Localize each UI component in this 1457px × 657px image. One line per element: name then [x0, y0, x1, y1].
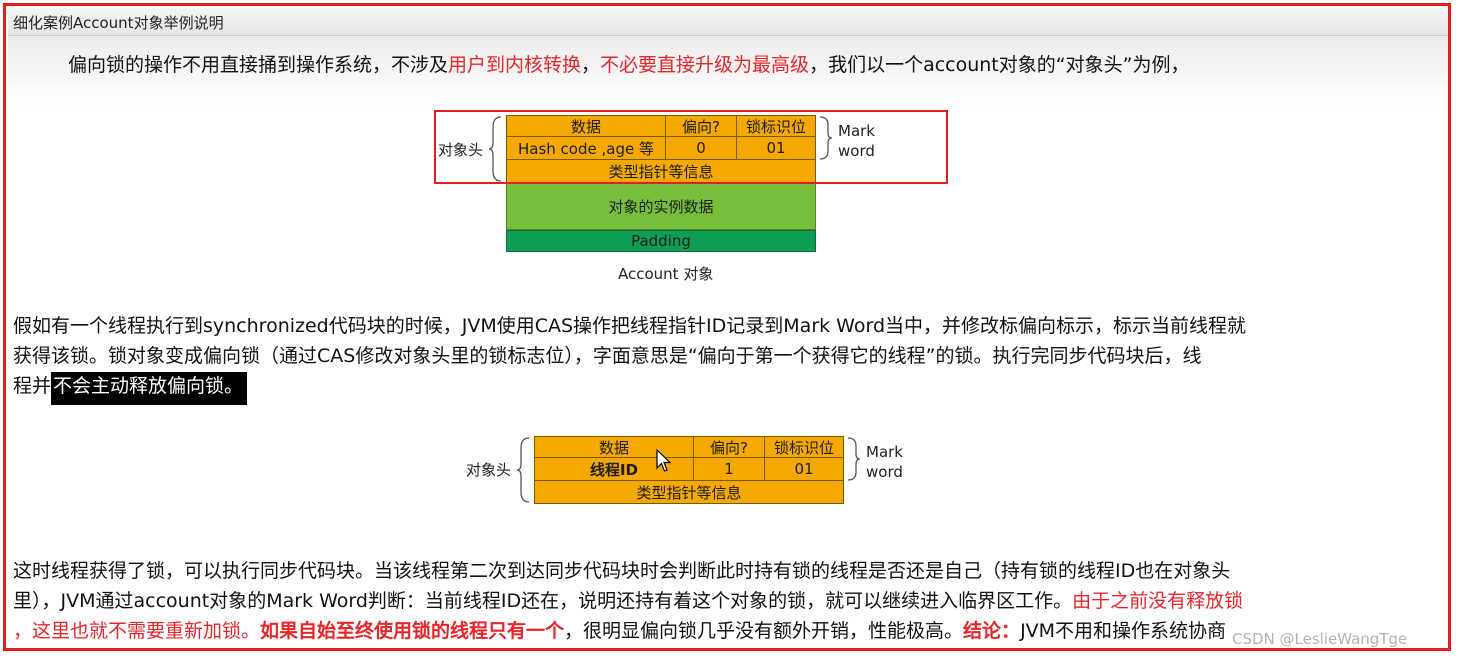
right-brace-icon-2 [847, 437, 861, 481]
mark-word-label-1: Mark [838, 122, 875, 140]
mark-word-label-3: Mark [866, 443, 903, 461]
header-fade [8, 36, 1448, 106]
intro-text-1: 偏向锁的操作不用直接捅到操作系统，不涉及 [68, 54, 449, 76]
intro-red-2: 不必要直接升级为最高级 [600, 54, 810, 76]
title-bar: 细化案例Account对象举例说明 [8, 8, 1448, 36]
object-header-label-2: 对象头 [466, 461, 512, 479]
cell-lock-flag-value: 01 [736, 136, 816, 160]
para3-red-1: ，这里也就不需要重新加锁。 [13, 620, 261, 642]
cell-biased-value-2: 1 [693, 457, 765, 481]
para3-line-3: ，这里也就不需要重新加锁。如果自始至终使用锁的线程只有一个，很明显偏向锁几乎没有… [13, 616, 1226, 646]
object-header-label: 对象头 [438, 141, 484, 159]
col-header-lock-flag-2: 锁标识位 [764, 436, 844, 458]
mark-word-label-4: word [866, 463, 903, 481]
para3-conclusion-label: 结论： [963, 620, 1021, 642]
para2-line-1: 假如有一个线程执行到synchronized代码块的时候，JVM使用CAS操作把… [13, 315, 1247, 337]
cell-type-pointer: 类型指针等信息 [506, 159, 816, 183]
highlight-box [434, 110, 948, 184]
mark-word-label-2: word [838, 142, 875, 160]
selected-text[interactable]: 不会主动释放偏向锁。 [51, 372, 248, 405]
cell-lock-flag-value-2: 01 [764, 457, 844, 481]
para2-line-3: 程并不会主动释放偏向锁。 [13, 371, 248, 405]
col-header-biased-2: 偏向? [693, 436, 765, 458]
para3-line-2a: 里），JVM通过account对象的Mark Word判断：当前线程ID还在，说… [13, 590, 1073, 612]
window-title: 细化案例Account对象举例说明 [13, 14, 224, 32]
para3-text-c: JVM不用和操作系统协商 [1020, 620, 1227, 642]
para3-line-2: 里），JVM通过account对象的Mark Word判断：当前线程ID还在，说… [13, 586, 1243, 616]
intro-text-2: ， [581, 54, 601, 76]
diagram-caption: Account 对象 [618, 265, 714, 283]
left-brace-icon-2 [516, 437, 530, 503]
para2-line-2: 获得该锁。锁对象变成偏向锁（通过CAS修改对象头里的锁标志位），字面意思是“偏向… [13, 345, 1202, 367]
cell-thread-id: 线程ID [534, 457, 694, 481]
para3-line-1: 这时线程获得了锁，可以执行同步代码块。当该线程第二次到达同步代码块时会判断此时持… [13, 560, 1231, 582]
para2-line-3a: 程并 [13, 375, 52, 397]
col-header-lock-flag: 锁标识位 [736, 115, 816, 137]
para3-red-2: 如果自始至终使用锁的线程只有一个 [260, 620, 565, 642]
para3-line-2-red: 由于之前没有释放锁 [1072, 590, 1244, 612]
intro-text-3: ，我们以一个account对象的“对象头”为例， [809, 54, 1190, 76]
cell-type-pointer-2: 类型指针等信息 [534, 480, 844, 504]
intro-red-1: 用户到内核转换 [448, 54, 582, 76]
cell-instance-data: 对象的实例数据 [506, 183, 816, 230]
right-brace-icon [819, 116, 833, 160]
left-brace-icon [488, 116, 502, 182]
mouse-cursor-icon [656, 449, 672, 472]
watermark: CSDN @LeslieWangTge [1232, 630, 1408, 648]
para3-text-b: ，很明显偏向锁几乎没有额外开销，性能极高。 [564, 620, 964, 642]
cell-padding: Padding [506, 230, 816, 252]
content-frame [3, 3, 1451, 651]
intro-paragraph: 偏向锁的操作不用直接捅到操作系统，不涉及用户到内核转换，不必要直接升级为最高级，… [68, 50, 1189, 80]
